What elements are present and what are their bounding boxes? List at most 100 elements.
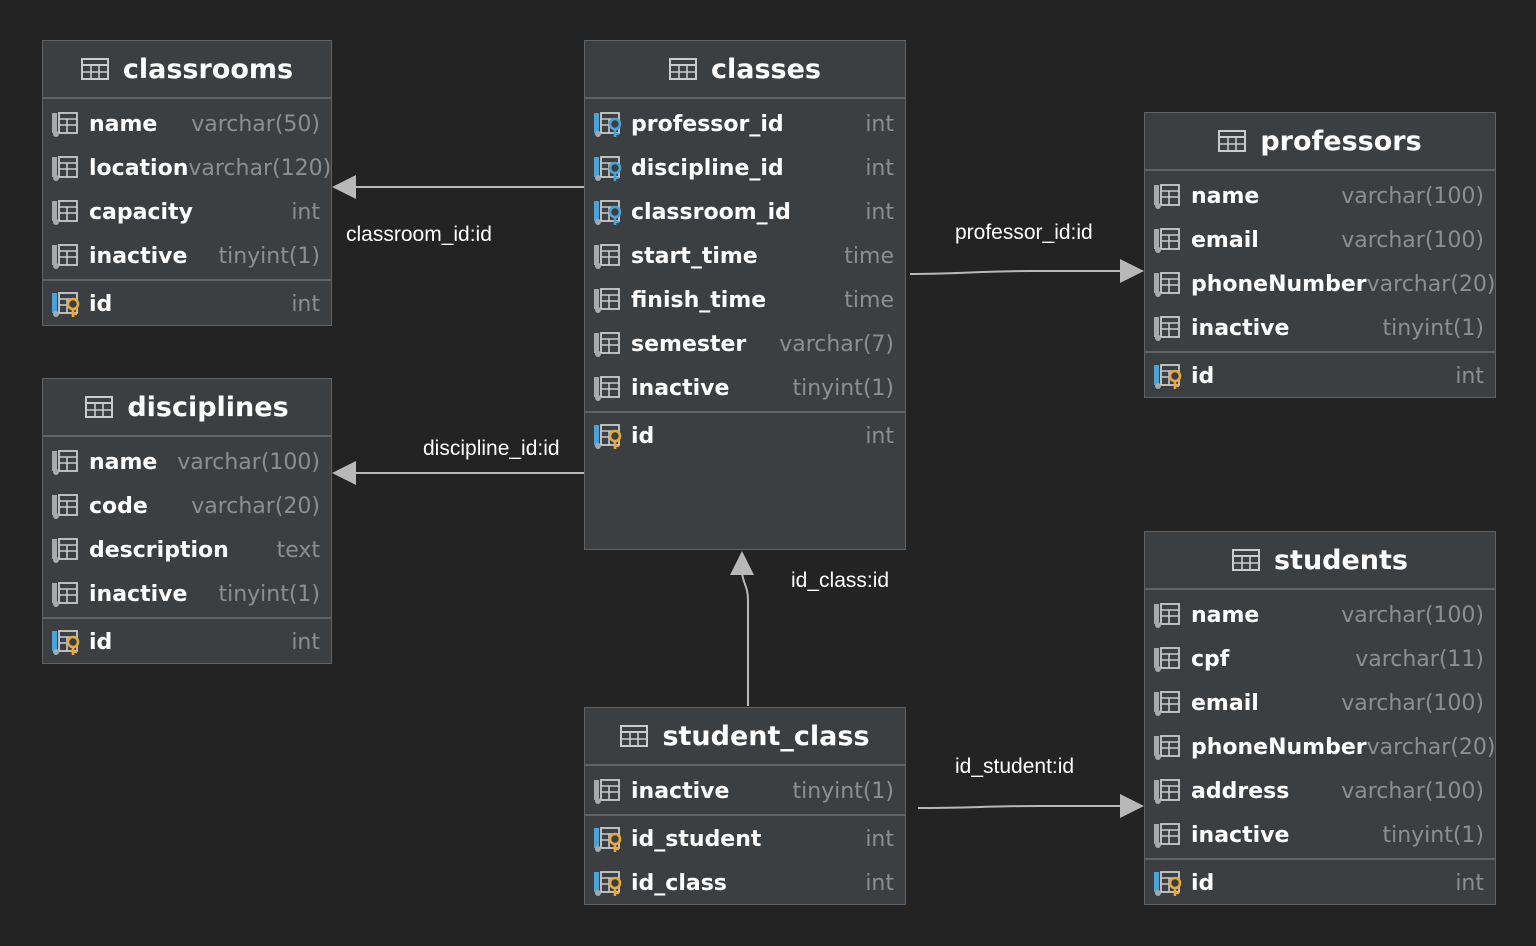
- column-type: varchar(100): [1341, 183, 1484, 209]
- column-type: text: [276, 537, 320, 563]
- column-type: varchar(100): [1341, 690, 1484, 716]
- column-icon: [51, 580, 89, 608]
- column-name: id: [631, 423, 655, 449]
- table-header[interactable]: classrooms: [43, 41, 331, 99]
- primary-key-icon: [51, 290, 89, 318]
- table-title: students: [1273, 544, 1409, 576]
- column-icon: [1153, 601, 1191, 629]
- table-header[interactable]: professors: [1145, 113, 1495, 171]
- table-header[interactable]: student_class: [585, 708, 905, 766]
- column-type: int: [1455, 870, 1484, 896]
- primary-foreign-key-icon: [593, 869, 631, 897]
- column-name: location: [89, 155, 189, 181]
- column-name: name: [89, 449, 158, 475]
- column-row-id-student[interactable]: id_student int: [585, 817, 905, 861]
- column-row-inactive[interactable]: inactive tinyint(1): [1145, 306, 1495, 350]
- column-name: description: [89, 537, 229, 563]
- column-icon: [1153, 314, 1191, 342]
- column-name: inactive: [1191, 315, 1290, 341]
- column-type: int: [865, 826, 894, 852]
- edge-professor-id: [909, 259, 1144, 283]
- table-header[interactable]: disciplines: [43, 379, 331, 437]
- relation-label-student: id_student:id: [955, 755, 1075, 778]
- table-title: classes: [710, 53, 821, 85]
- column-name: professor_id: [631, 111, 784, 137]
- key-divider: [585, 814, 905, 816]
- column-type: varchar(100): [1341, 602, 1484, 628]
- relation-label-class: id_class:id: [791, 569, 890, 592]
- column-type: tinyint(1): [1382, 822, 1484, 848]
- key-divider: [585, 411, 905, 413]
- column-type: tinyint(1): [218, 243, 320, 269]
- column-type: varchar(20): [1366, 271, 1496, 297]
- column-row-address[interactable]: address varchar(100): [1145, 769, 1495, 813]
- table-icon: [1218, 130, 1247, 152]
- column-type: int: [865, 199, 894, 225]
- column-type: varchar(100): [1341, 778, 1484, 804]
- column-row-inactive[interactable]: inactive tinyint(1): [1145, 813, 1495, 857]
- table-icon: [1231, 549, 1260, 571]
- column-name: discipline_id: [631, 155, 784, 181]
- table-title: disciplines: [127, 391, 289, 423]
- column-name: id_student: [631, 826, 762, 852]
- column-row-description[interactable]: description text: [43, 528, 331, 572]
- column-icon: [1153, 182, 1191, 210]
- column-type: tinyint(1): [792, 778, 894, 804]
- column-name: code: [89, 493, 148, 519]
- column-name: inactive: [89, 243, 188, 269]
- column-type: int: [291, 199, 320, 225]
- column-type: int: [865, 870, 894, 896]
- table-header[interactable]: students: [1145, 532, 1495, 590]
- column-type: int: [291, 629, 320, 655]
- relation-label-professor: professor_id:id: [955, 221, 1093, 244]
- column-icon: [593, 330, 631, 358]
- column-icon: [51, 536, 89, 564]
- column-name: inactive: [631, 375, 730, 401]
- column-icon: [1153, 226, 1191, 254]
- column-name: id: [89, 291, 113, 317]
- column-type: time: [844, 287, 894, 313]
- column-type: tinyint(1): [1382, 315, 1484, 341]
- table-title: professors: [1260, 125, 1422, 157]
- table-header[interactable]: classes: [585, 41, 905, 99]
- column-icon: [593, 374, 631, 402]
- column-name: address: [1191, 778, 1290, 804]
- column-name: inactive: [1191, 822, 1290, 848]
- edge-id-class: [730, 551, 754, 706]
- column-row-inactive[interactable]: inactive tinyint(1): [43, 234, 331, 278]
